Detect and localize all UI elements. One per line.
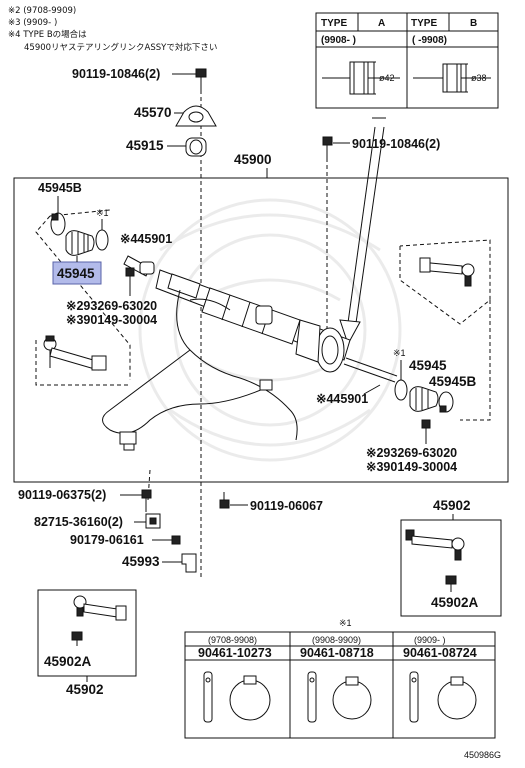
- box-45902-right: [400, 519, 502, 617]
- dia-a: ø42: [379, 73, 395, 83]
- label-45902a-right: 45902A: [431, 595, 479, 610]
- clamp-table: (9708-9908) (9908-9909) (9909- ) 90461-1…: [184, 631, 496, 739]
- type-date-a: (9908- ): [321, 35, 356, 46]
- nut-45902a-left-icon: [71, 631, 83, 646]
- note-2: ※2 (9708-9909): [8, 6, 76, 16]
- label-45945b-right: 45945B: [429, 374, 477, 389]
- bolt-icon: [219, 492, 230, 509]
- nut-45902a-icon: [445, 575, 457, 592]
- mark1-left: ※1: [96, 208, 109, 218]
- nut-icon: [171, 535, 181, 545]
- label-90119-10846-b: 90119-10846(2): [352, 137, 440, 151]
- label-45945-highlight: 45945: [57, 266, 95, 281]
- label-45993: 45993: [122, 554, 160, 569]
- nut-icon: [125, 267, 135, 296]
- note-4-line1: ※4 TYPE Bの場合は: [8, 29, 87, 40]
- clamp-part-2: 90461-08718: [300, 646, 374, 660]
- steering-rack-icon: [155, 269, 398, 383]
- type-table: TYPE A TYPE B (9908- ) ( -9908) ø42 ø38: [315, 12, 499, 109]
- clamp-header-3: (9909- ): [414, 635, 446, 645]
- type-date-b: ( -9908): [412, 35, 447, 46]
- clamp-header-1: (9708-9908): [208, 635, 257, 645]
- clamp-bracket-icon: [145, 513, 161, 529]
- tie-rod-icon: [123, 255, 155, 277]
- band-clamp-icon: [203, 671, 271, 723]
- label-90149-left: ※390149-30004: [66, 313, 157, 327]
- clip-ring-right-icon: [394, 379, 408, 401]
- clamp-icon: [50, 212, 66, 236]
- watermark: [138, 198, 402, 462]
- diagram-id: 450986G: [464, 750, 501, 760]
- bolt-icon: [322, 136, 333, 158]
- band-clamp-icon: [307, 671, 372, 723]
- type-value-a: A: [378, 18, 385, 29]
- label-45901-top: ※445901: [120, 232, 172, 246]
- tie-rod-end-45902-left-icon: [73, 595, 127, 621]
- clamp-part-1: 90461-10273: [198, 646, 272, 660]
- label-90179: 90179-06161: [70, 533, 144, 547]
- bolt-icon: [141, 489, 152, 512]
- type-label-b: TYPE: [411, 18, 437, 29]
- clamp-table-title: ※1: [339, 618, 352, 628]
- label-45945b-left: 45945B: [38, 181, 82, 195]
- bushing-icon: [185, 137, 207, 157]
- label-45902a-left: 45902A: [44, 654, 92, 669]
- tie-rod-end-left-icon: [43, 335, 107, 371]
- label-90119-06375: 90119-06375(2): [18, 488, 106, 502]
- label-93269-left: ※293269-63020: [66, 299, 157, 313]
- tie-rod-end-right-icon: [419, 257, 475, 287]
- boot-icon: [65, 230, 95, 256]
- label-45901-mid: ※445901: [316, 392, 368, 406]
- label-93269-right: ※293269-63020: [366, 446, 457, 460]
- clip-ring-icon: [95, 229, 109, 251]
- band-clamp-icon: [409, 671, 477, 723]
- bolt-icon: [195, 68, 207, 90]
- bracket-45993-icon: [181, 553, 197, 573]
- label-45902-top: 45902: [433, 498, 471, 513]
- clamp-header-2: (9908-9909): [312, 635, 361, 645]
- clamp-right-icon: [438, 391, 454, 413]
- mark1-right: ※1: [393, 348, 406, 358]
- label-45900: 45900: [234, 152, 272, 167]
- label-45915: 45915: [126, 138, 164, 153]
- note-3: ※3 (9909- ): [8, 18, 57, 28]
- label-90119-10846-a: 90119-10846(2): [72, 67, 160, 81]
- boot-right-icon: [409, 386, 439, 412]
- label-45570: 45570: [134, 105, 172, 120]
- clamp-part-3: 90461-08724: [403, 646, 477, 660]
- type-value-b: B: [470, 18, 477, 29]
- label-45902-bottom: 45902: [66, 682, 104, 697]
- dia-b: ø38: [471, 73, 487, 83]
- bracket-icon: [175, 105, 217, 127]
- label-90119-06067: 90119-06067: [250, 499, 323, 513]
- note-4-line2: 45900リヤステアリングリンクASSYで対応下さい: [24, 42, 217, 53]
- nut-right-icon: [421, 419, 431, 444]
- label-82715: 82715-36160(2): [34, 515, 123, 529]
- label-90149-right: ※390149-30004: [366, 460, 457, 474]
- type-label-a: TYPE: [321, 18, 347, 29]
- assembly-frame: [13, 177, 509, 483]
- connector-icon: [119, 379, 273, 451]
- tie-rod-end-45902-icon: [405, 529, 465, 561]
- label-45945-right: 45945: [409, 358, 447, 373]
